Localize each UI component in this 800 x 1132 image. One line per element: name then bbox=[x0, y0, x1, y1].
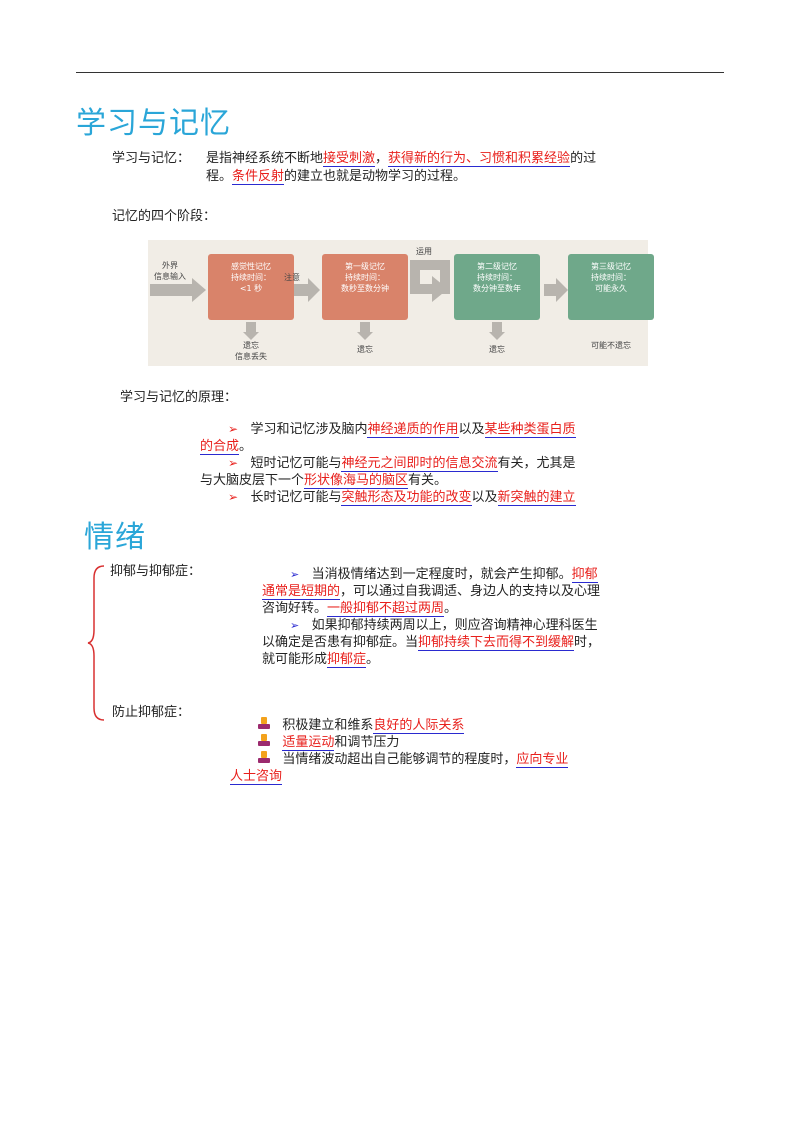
depression-item-1-line-2: 通常是短期的，可以通过自我调适、身边人的支持以及心理 bbox=[262, 584, 601, 600]
section-heading-learning-memory: 学习与记忆 bbox=[76, 106, 231, 141]
depression-label: 抑郁与抑郁症： bbox=[110, 564, 202, 579]
prevention-item-3-cont: 人士咨询 bbox=[230, 769, 283, 785]
use-label: 运用 bbox=[416, 247, 432, 256]
prevention-item-2: 适量运动和调节压力 bbox=[258, 733, 399, 752]
blue-arrow-bullet-icon: ➢ bbox=[290, 568, 300, 581]
prevention-item-1: 积极建立和维系良好的人际关系 bbox=[258, 716, 465, 735]
definition-line-1: 是指神经系统不断地接受刺激，获得新的行为、习惯和积累经验的过 bbox=[206, 151, 597, 167]
depression-item-2-line-2: 以确定是否患有抑郁症。当抑郁持续下去而得不到缓解时， bbox=[262, 635, 601, 651]
blue-arrow-bullet-icon: ➢ bbox=[290, 619, 300, 632]
principle-item-2: ➢ 短时记忆可能与神经元之间即时的信息交流有关，尤其是 bbox=[228, 456, 576, 472]
primary-memory-box: 第一级记忆持续时间：数秒至数分钟 bbox=[322, 254, 408, 320]
input-arrow bbox=[150, 284, 192, 296]
sensory-memory-box: 感觉性记忆持续时间：<1 秒 bbox=[208, 254, 294, 320]
depression-item-1-line-3: 咨询好转。一般抑郁不超过两周。 bbox=[262, 601, 458, 617]
top-rule bbox=[76, 72, 724, 73]
principle-item-3: ➢ 长时记忆可能与突触形态及功能的改变以及新突触的建立 bbox=[228, 490, 576, 506]
memory-stages-diagram: 外界 信息输入 感觉性记忆持续时间：<1 秒 注意 第一级记忆持续时间：数秒至数… bbox=[148, 240, 654, 366]
principle-item-1: ➢ 学习和记忆涉及脑内神经递质的作用以及某些种类蛋白质 bbox=[228, 422, 576, 438]
may-not-forget-label: 可能不遗忘 bbox=[591, 341, 631, 350]
depression-item-1: ➢ 当消极情绪达到一定程度时，就会产生抑郁。抑郁 bbox=[290, 567, 598, 583]
curly-brace-icon bbox=[87, 565, 105, 721]
definition-label: 学习与记忆： bbox=[112, 151, 191, 166]
principle-item-1-cont: 的合成。 bbox=[200, 439, 253, 455]
forget-info-lost-label: 遗忘 信息丢失 bbox=[235, 341, 267, 361]
depression-item-2-line-3: 就可能形成抑郁症。 bbox=[262, 652, 380, 668]
secondary-memory-box: 第二级记忆持续时间：数分钟至数年 bbox=[454, 254, 540, 320]
prevention-label: 防止抑郁症： bbox=[112, 705, 191, 720]
red-arrow-bullet-icon: ➢ bbox=[228, 490, 239, 504]
forget-label-3: 遗忘 bbox=[489, 345, 505, 354]
principle-item-2-cont: 与大脑皮层下一个形状像海马的脑区有关。 bbox=[200, 473, 448, 489]
red-arrow-bullet-icon: ➢ bbox=[228, 422, 239, 436]
tertiary-memory-box: 第三级记忆持续时间：可能永久 bbox=[568, 254, 654, 320]
definition-line-2: 程。条件反射的建立也就是动物学习的过程。 bbox=[206, 169, 467, 185]
prevention-item-3: 当情绪波动超出自己能够调节的程度时，应向专业 bbox=[258, 750, 569, 769]
forget-label-2: 遗忘 bbox=[357, 345, 373, 354]
depression-item-2: ➢ 如果抑郁持续两周以上，则应咨询精神心理科医生 bbox=[290, 618, 598, 633]
bullet-icon bbox=[258, 717, 270, 729]
bullet-icon bbox=[258, 734, 270, 746]
red-arrow-bullet-icon: ➢ bbox=[228, 456, 239, 470]
section-heading-emotion: 情绪 bbox=[84, 520, 146, 555]
bullet-icon bbox=[258, 751, 270, 763]
input-label: 外界 信息输入 bbox=[154, 261, 186, 281]
attention-label: 注意 bbox=[284, 273, 300, 282]
principle-label: 学习与记忆的原理： bbox=[120, 390, 238, 405]
stages-label: 记忆的四个阶段： bbox=[112, 209, 217, 224]
